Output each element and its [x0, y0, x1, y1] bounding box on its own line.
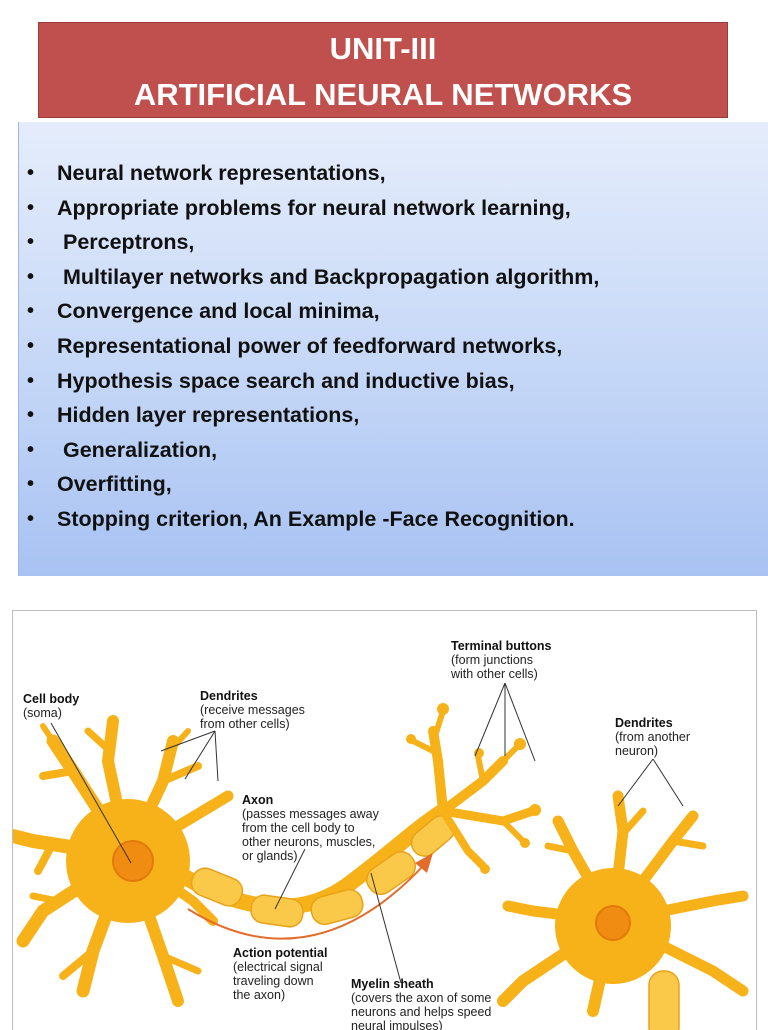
dendrites-right-desc-2: neuron) — [615, 744, 658, 758]
list-item: • Multilayer networks and Backpropagatio… — [19, 260, 759, 295]
action-desc-2: traveling down — [233, 974, 314, 988]
list-item: •Hypothesis space search and inductive b… — [19, 364, 759, 399]
list-item: • Generalization, — [19, 433, 759, 468]
terminal-buttons-label: Terminal buttons — [451, 639, 552, 653]
bullet-icon: • — [27, 507, 35, 530]
topics-list: •Neural network representations, •Approp… — [19, 156, 759, 537]
list-item: •Representational power of feedforward n… — [19, 329, 759, 364]
axon-desc-1: (passes messages away — [242, 807, 380, 821]
list-item: •Hidden layer representations, — [19, 398, 759, 433]
action-desc-3: the axon) — [233, 988, 285, 1002]
list-item: •Neural network representations, — [19, 156, 759, 191]
bullet-icon: • — [27, 369, 35, 392]
dendrites-desc-2: from other cells) — [200, 717, 290, 731]
bullet-icon: • — [27, 473, 35, 496]
bullet-icon: • — [27, 404, 35, 427]
action-potential-label: Action potential — [233, 946, 327, 960]
terminal-desc-2: with other cells) — [450, 667, 538, 681]
bullet-icon: • — [27, 334, 35, 357]
axon-desc-3: other neurons, muscles, — [242, 835, 375, 849]
axon-terminals — [410, 708, 538, 870]
pointer-lines — [50, 682, 684, 984]
bullet-icon: • — [27, 196, 35, 219]
list-item: •Convergence and local minima, — [19, 294, 759, 329]
unit-heading: UNIT-III — [329, 31, 437, 66]
list-item: •Stopping criterion, An Example -Face Re… — [19, 502, 759, 537]
nucleus-icon — [112, 840, 154, 882]
bullet-icon: • — [27, 265, 35, 288]
topics-panel: •Neural network representations, •Approp… — [18, 122, 768, 576]
list-item: •Overfitting, — [19, 467, 759, 502]
action-potential-arrow — [187, 865, 424, 940]
arrow-head-icon — [415, 853, 433, 873]
terminal-button-icons — [406, 703, 541, 874]
topic-heading: ARTIFICIAL NEURAL NETWORKS — [133, 77, 633, 112]
myelin-segment-right — [648, 970, 680, 1030]
action-desc-1: (electrical signal — [233, 960, 323, 974]
bullet-icon: • — [27, 231, 35, 254]
list-item: •Appropriate problems for neural network… — [19, 191, 759, 226]
cell-body-label: Cell body — [23, 692, 79, 706]
bullet-icon: • — [27, 300, 35, 323]
bullet-icon: • — [27, 162, 35, 184]
cell-body-desc: (soma) — [23, 706, 62, 720]
myelin-desc-1: (covers the axon of some — [351, 991, 491, 1005]
dendrites-right-label: Dendrites — [615, 716, 673, 730]
axon-label: Axon — [242, 793, 273, 807]
terminal-desc-1: (form junctions — [451, 653, 533, 667]
myelin-desc-3: neural impulses) — [351, 1019, 443, 1030]
neuron-diagram: Cell body (soma) Dendrites (receive mess… — [12, 610, 757, 1030]
myelin-desc-2: neurons and helps speed — [351, 1005, 491, 1019]
dendrites-label: Dendrites — [200, 689, 258, 703]
nucleus-right-icon — [595, 905, 631, 941]
list-item: • Perceptrons, — [19, 225, 759, 260]
myelin-segments — [190, 815, 456, 928]
axon-desc-2: from the cell body to — [242, 821, 355, 835]
myelin-sheath-label: Myelin sheath — [351, 977, 434, 991]
axon-desc-4: or glands) — [242, 849, 298, 863]
bullet-icon: • — [27, 438, 35, 461]
dendrites-desc-1: (receive messages — [200, 703, 305, 717]
dendrites-right-desc-1: (from another — [615, 730, 690, 744]
slide-title-banner: UNIT-III ARTIFICIAL NEURAL NETWORKS — [38, 22, 728, 118]
neuron-illustration: Cell body (soma) Dendrites (receive mess… — [13, 639, 749, 1030]
